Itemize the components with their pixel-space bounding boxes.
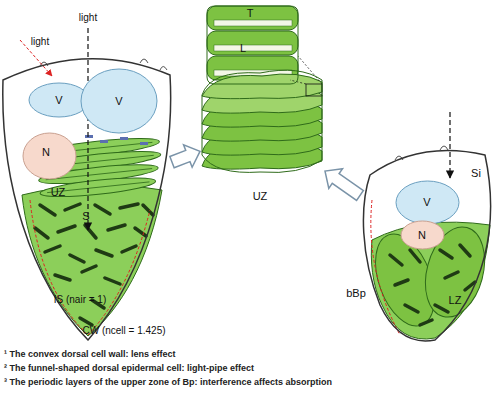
region-label: UZ [51, 187, 66, 198]
region-label: N [418, 230, 426, 241]
region-label: bBp [346, 288, 366, 299]
vacuole-shape [396, 181, 459, 224]
vacuole: V [80, 68, 158, 134]
region-label: S [82, 211, 89, 222]
chloroplast: UZ [200, 70, 325, 185]
region-label: V [115, 96, 122, 107]
region-label: UZ [253, 191, 268, 202]
callout-label: IS (nair = 1) [54, 295, 107, 305]
leaf-cell-shape [3, 59, 171, 340]
vacuole: V [395, 180, 460, 225]
region-label: L [240, 43, 246, 54]
grana-stack-shape [207, 6, 298, 84]
region-label: T [247, 8, 254, 19]
vacuole-shape [81, 69, 157, 133]
chloroplast-outline [200, 70, 325, 185]
nucleus-shape [23, 133, 76, 179]
grana-stack: TL [205, 5, 300, 85]
footnote: ² The funnel-shaped dorsal epidermal cel… [4, 364, 254, 373]
region-label: Si [471, 168, 481, 179]
region-label: V [55, 95, 62, 106]
vacuole-shape [29, 83, 89, 117]
region-label: LZ [449, 295, 462, 306]
footnote: ¹ The convex dorsal cell wall: lens effe… [4, 350, 176, 359]
leaf-cell: SiLZbBpVN [360, 135, 495, 350]
chloroplast-shape [202, 70, 322, 172]
nucleus: N [400, 220, 445, 250]
leaf-cell-shape [363, 151, 490, 342]
region-label: V [423, 197, 430, 208]
callout-label: light [79, 13, 97, 23]
callout-label: CW (ncell = 1.425) [82, 326, 165, 336]
callout-label: light [31, 37, 49, 47]
nucleus: N [22, 132, 77, 180]
hollow-arrow [170, 145, 200, 168]
hollow-arrow [325, 169, 363, 201]
footnote: ³ The periodic layers of the upper zone … [4, 378, 332, 387]
region-label: N [42, 147, 50, 158]
nucleus-shape [401, 221, 444, 249]
